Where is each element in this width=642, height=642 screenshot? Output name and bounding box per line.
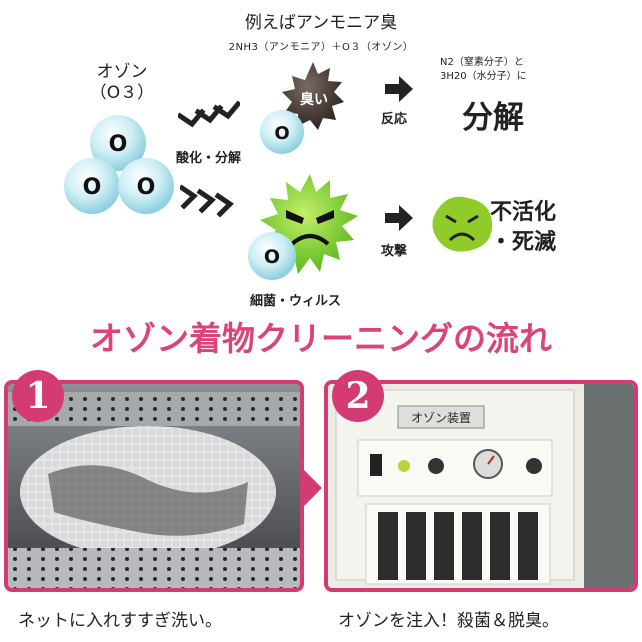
step-1-caption: ネットに入れすすぎ洗い。 [18,611,222,631]
ozone-label: オゾン （O３） [82,62,162,104]
ozone-atom-label: O [274,123,289,144]
ozone-atom-label: O [109,132,128,157]
inactivation-line2: ・死滅 [490,230,557,255]
inactive-virus-icon [432,196,493,252]
step-1-number: 1 [12,370,64,422]
attack-label: 攻撃 [381,244,408,259]
inactivation-result: 不活化 ・死滅 [490,198,556,258]
reaction-arrow-icon [385,76,413,102]
chevron-arrow-down-icon [180,184,234,218]
chevron-arrow-up-icon [178,100,240,128]
ozone-atom [260,110,304,154]
virus-icon: O [248,174,358,280]
oxidize-decompose-label: 酸化・分解 [176,151,242,166]
result-note: N2（窒素分子）と 3H20（水分子）に [440,56,527,84]
device-nameplate-label: オゾン装置 [411,411,471,425]
ozone-atom-label: O [137,175,156,200]
ozone-molecule: O O O [64,115,174,214]
step-2-photo: オゾン装置 [324,380,638,592]
ozone-atom [118,158,174,214]
decompose-result: 分解 [462,100,524,136]
ozone-device-image: オゾン装置 [328,384,634,588]
result-note-line1: N2（窒素分子）と [440,57,524,68]
timer-knob-icon [428,458,444,474]
indicator-lamp-icon [398,460,410,472]
reaction-label: 反応 [381,112,408,127]
smell-particle-icon: 臭い O [260,62,344,154]
smell-label: 臭い [300,91,328,108]
bacteria-label: 細菌・ウィルス [250,294,342,309]
example-title: 例えばアンモニア臭 [244,13,398,33]
step-2-number: 2 [332,370,384,422]
step-2-caption: オゾンを注入！殺菌＆脱臭。 [338,611,559,631]
step-1-photo [4,380,304,592]
next-step-arrow-icon [304,470,322,506]
ozone-atom-label: O [264,246,280,268]
ozone-label-line1: オゾン [96,62,148,82]
inactivation-line1: 不活化 [490,200,557,225]
ozone-atom [90,115,146,171]
ozone-label-line2: （O３） [89,83,155,103]
valve-knob-icon [526,458,542,474]
section-title: オゾン着物クリーニングの流れ [90,319,552,358]
ozone-atom [248,232,296,280]
attack-arrow-icon [385,205,413,231]
result-note-line2: 3H20（水分子）に [440,71,527,82]
washing-machine-image [8,384,300,588]
power-switch-icon [370,454,382,476]
ozone-atom [64,158,120,214]
ozone-atom-label: O [83,175,102,200]
device-nameplate [397,405,485,429]
reaction-formula: 2NH3（アンモニア）＋O３（オゾン） [228,42,414,53]
ventilation-grille [378,512,538,580]
